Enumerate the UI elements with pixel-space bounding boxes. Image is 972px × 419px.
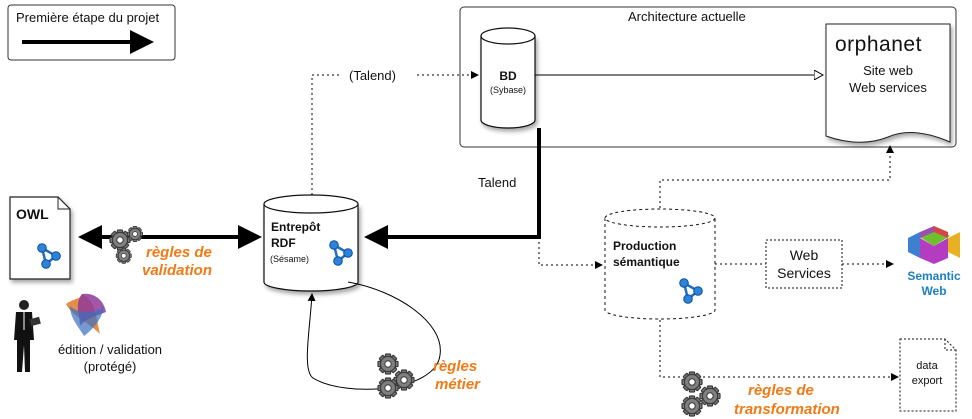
semantic-web-logo: Semantic Web <box>907 226 961 298</box>
data-export-line2: export <box>912 375 943 387</box>
entrepot-cylinder: Entrepôt RDF (Sésame) <box>263 194 359 292</box>
production-line2: sémantique <box>613 255 680 269</box>
entrepot-to-production-arrow <box>538 237 603 269</box>
semantic-web-line2: Web <box>921 284 946 298</box>
bd-label: BD <box>499 69 517 83</box>
regles-transformation-line2: transformation <box>734 401 840 418</box>
orphanet-line2: Web services <box>849 80 927 95</box>
orphanet-line1: Site web <box>863 63 913 78</box>
data-export-line1: data <box>916 360 938 372</box>
legend-label: Première étape du projet <box>16 10 159 25</box>
regles-metier-line1: règles <box>433 358 477 375</box>
gears-transformation-icon <box>681 371 721 417</box>
production-to-orphanet-arrow <box>659 145 894 208</box>
web-services-line1: Web <box>790 247 819 263</box>
user-figure-icon <box>14 300 41 372</box>
talend-dotted-path <box>311 74 341 195</box>
entrepot-sub: (Sésame) <box>270 254 309 264</box>
owl-label: OWL <box>16 206 49 222</box>
protege-logo-icon <box>66 293 106 336</box>
gears-metier-icon <box>377 353 415 399</box>
gears-validation-icon <box>109 226 143 264</box>
regles-validation-line1: règles de <box>146 244 212 261</box>
orphanet-document: orphanet Site web Web services <box>825 23 951 143</box>
web-services-box: Web Services <box>765 239 843 289</box>
metier-loop-arrow <box>306 281 441 390</box>
production-to-export-arrow <box>659 320 899 381</box>
web-services-line2: Services <box>777 265 831 281</box>
regles-transformation-line1: règles de <box>748 382 814 399</box>
edition-line2: (protégé) <box>84 359 137 374</box>
entrepot-line1: Entrepôt <box>271 220 320 234</box>
regles-validation-line2: validation <box>142 262 212 279</box>
edition-line1: édition / validation <box>58 342 162 357</box>
orphanet-logo: orphanet <box>835 33 922 56</box>
entrepot-line2: RDF <box>271 236 296 250</box>
bd-cylinder: BD (Sybase) <box>480 27 536 129</box>
talend-label: Talend <box>478 175 516 190</box>
production-cylinder: Production sémantique <box>604 208 716 320</box>
owl-document: OWL <box>9 196 71 280</box>
production-line1: Production <box>613 239 676 253</box>
regles-metier-line2: métier <box>435 376 481 393</box>
legend-box: Première étape du projet <box>7 4 176 61</box>
semantic-web-line1: Semantic <box>907 269 961 283</box>
architecture-title: Architecture actuelle <box>628 9 746 24</box>
data-export-document: data export <box>899 338 957 412</box>
talend-paren-label: (Talend) <box>349 68 396 83</box>
bd-sub: (Sybase) <box>490 85 526 95</box>
